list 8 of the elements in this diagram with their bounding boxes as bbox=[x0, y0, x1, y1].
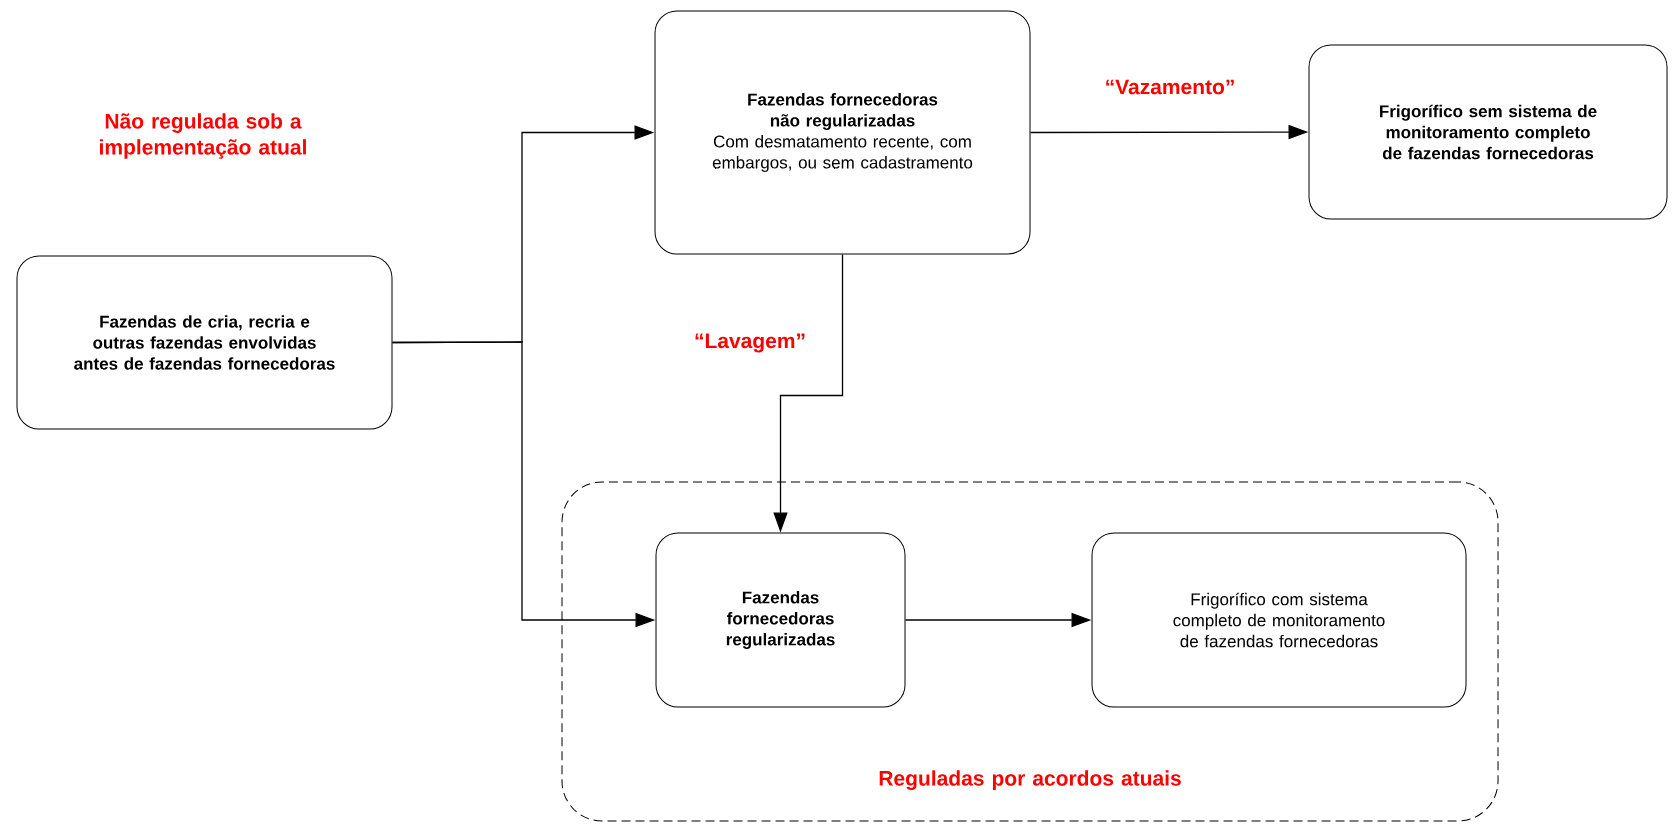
process-box: Fazendas fornecedoras regularizadas bbox=[655, 532, 906, 708]
process-box: Frigorífico sem sistema de monitoramento completo de fazendas fornecedoras bbox=[1308, 44, 1668, 220]
edge-label: “Vazamento” bbox=[1102, 77, 1238, 97]
edge-label: “Lavagem” bbox=[692, 331, 809, 355]
process-box: Frigorífico com sistema completo de monitoramento de fazendas fornecedoras bbox=[1091, 532, 1467, 708]
region-label: Não regulada sob a implementação atual bbox=[100, 113, 306, 159]
process-box: Fazendas fornecedoras não regularizadas Com desmatamento recente, com embargos, ou sem cadastramento bbox=[654, 10, 1031, 255]
process-box: Fazendas de cria, recria e outras fazendas envolvidas antes de fazendas fornecedoras bbox=[16, 255, 393, 430]
